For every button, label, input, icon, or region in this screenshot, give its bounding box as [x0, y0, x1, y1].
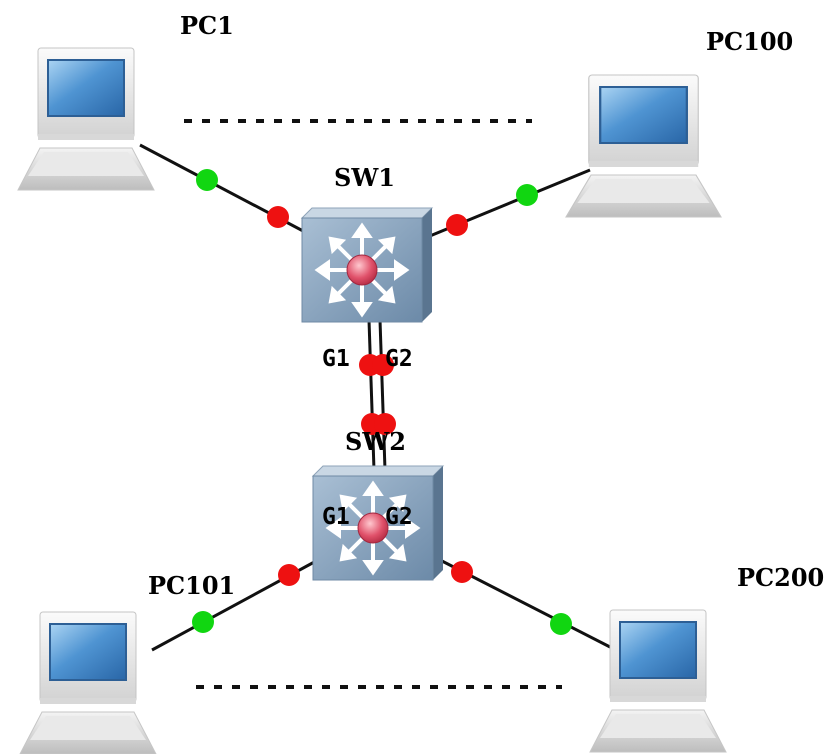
link-sw1-sw2-g2 [378, 319, 387, 471]
desktop-computer-icon [565, 74, 722, 218]
sw2-port-g1-label: G1 [322, 504, 350, 530]
link-up-dot [192, 611, 214, 633]
link-down-dot [451, 561, 473, 583]
sw1-node[interactable] [300, 206, 434, 324]
sw1-port-g2-label: G2 [385, 346, 413, 372]
sw1-port-g1-label: G1 [322, 346, 350, 372]
link-up-dot [550, 613, 572, 635]
pc1-node[interactable] [17, 47, 155, 191]
desktop-computer-icon [589, 609, 727, 753]
pc200-node[interactable] [589, 609, 727, 753]
desktop-computer-icon [19, 611, 157, 754]
link-down-dot [372, 354, 394, 376]
pc200-label: PC200 [737, 563, 824, 592]
link-sw1-sw2-g1 [367, 319, 376, 471]
link-status-dots [192, 169, 572, 635]
pc100-label: PC100 [706, 27, 793, 56]
pc1-label: PC1 [180, 11, 234, 40]
link-down-dot [278, 564, 300, 586]
sw2-label: SW2 [345, 427, 406, 456]
link-down-dot [267, 206, 289, 228]
sw1-label: SW1 [334, 163, 395, 192]
link-down-dot [374, 413, 396, 435]
pc100-node[interactable] [565, 74, 722, 218]
multilayer-switch-icon [300, 206, 434, 324]
pc101-label: PC101 [148, 571, 235, 600]
desktop-computer-icon [17, 47, 155, 191]
link-down-dot [446, 214, 468, 236]
pc101-node[interactable] [19, 611, 157, 754]
sw2-port-g2-label: G2 [385, 504, 413, 530]
link-up-dot [196, 169, 218, 191]
link-up-dot [516, 184, 538, 206]
